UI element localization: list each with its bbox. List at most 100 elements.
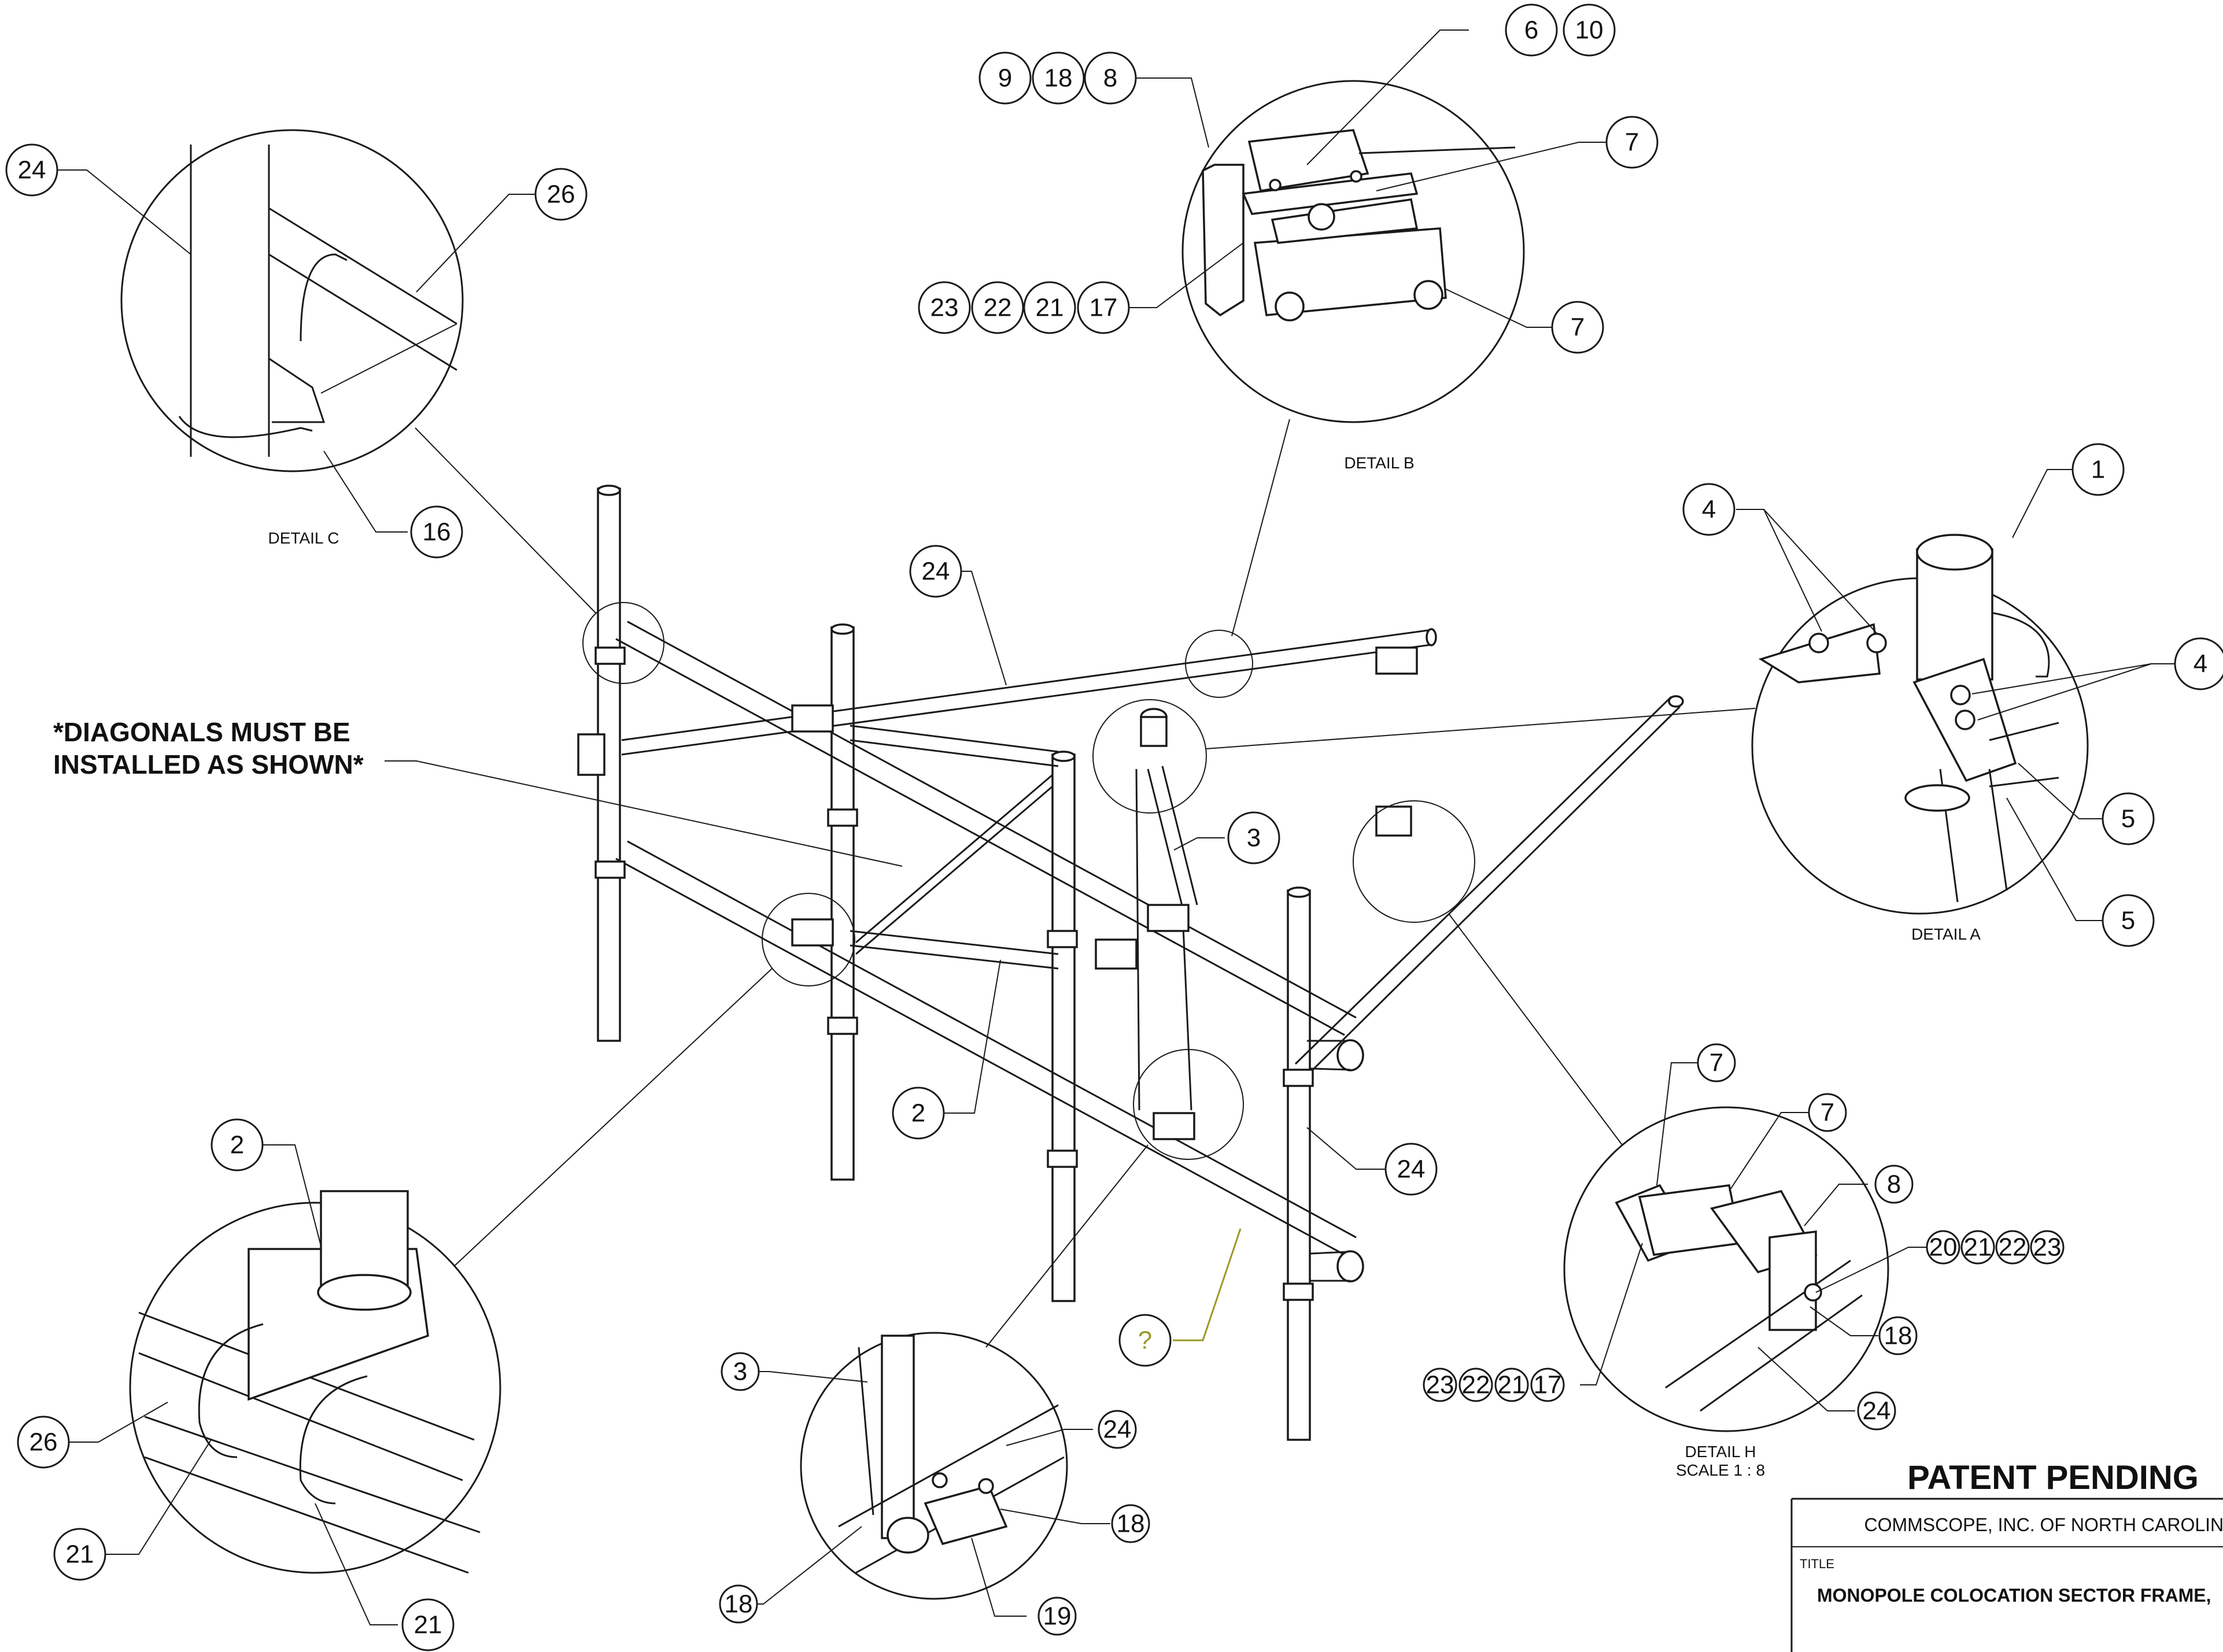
mount-arms <box>1135 708 1198 1111</box>
item-balloon-number: 8 <box>1103 64 1117 93</box>
item-balloon-number: 18 <box>725 1590 753 1618</box>
item-balloon <box>721 1352 760 1391</box>
item-balloon-number: 4 <box>1702 496 1716 524</box>
item-balloon-number: 17 <box>1090 294 1118 322</box>
unknown-item-balloon <box>1118 1314 1172 1367</box>
detail-c-view: DETAIL C <box>120 129 464 547</box>
title-block: PATENT PENDING COMMSCOPE, INC. OF NORTH … <box>1790 1459 2223 1652</box>
item-balloon <box>410 505 463 559</box>
item-balloon-number: ? <box>1138 1326 1152 1355</box>
item-balloon-number: 26 <box>29 1428 58 1457</box>
item-balloon-number: 21 <box>414 1611 442 1639</box>
item-balloon-number: 7 <box>1709 1049 1723 1077</box>
side-arm-pipe <box>1294 695 1684 1077</box>
item-balloon-number: 16 <box>423 518 451 546</box>
detail-a-label: DETAIL A <box>1911 925 1981 943</box>
item-balloon-number: 24 <box>1397 1155 1426 1184</box>
detail-reference-circles <box>582 602 1475 1160</box>
item-balloon-number: 17 <box>1534 1371 1562 1399</box>
detail-h-label: DETAIL H <box>1685 1443 1756 1461</box>
detail-a-view: DETAIL A <box>1751 534 2089 943</box>
detail-h-view: DETAIL H SCALE 1 : 8 <box>1563 1106 1889 1479</box>
item-balloon-number: 7 <box>1625 128 1639 157</box>
main-frame-assembly <box>577 485 1684 1441</box>
item-balloon-number: 21 <box>1964 1233 1992 1262</box>
item-balloon-number: 22 <box>1999 1233 2027 1262</box>
top-arm-pipe <box>621 628 1437 756</box>
item-balloon-number: 2 <box>911 1099 925 1128</box>
item-balloon-number: 18 <box>1117 1510 1145 1538</box>
item-balloon <box>1995 1230 2030 1265</box>
item-balloon <box>211 1118 264 1171</box>
item-balloon <box>1077 281 1130 334</box>
diagonal-braces <box>850 725 1059 970</box>
item-balloon-number: 24 <box>1103 1416 1132 1444</box>
title-label: TITLE <box>1800 1557 1834 1571</box>
detail-connector-lines <box>415 419 1756 1348</box>
item-balloon-number: 26 <box>547 180 575 209</box>
item-balloon <box>1084 51 1137 105</box>
item-balloon <box>1423 1368 1457 1402</box>
item-balloon-number: 10 <box>1575 16 1604 45</box>
detail-bracket-bottom-center <box>800 1332 1068 1600</box>
detail-h-scale: SCALE 1 : 8 <box>1676 1461 1765 1479</box>
item-balloon-number: 22 <box>1462 1371 1490 1399</box>
item-balloon-number: 23 <box>1426 1371 1454 1399</box>
item-balloon-number: 24 <box>922 557 950 586</box>
detail-b-view: DETAIL B <box>1181 80 1525 472</box>
item-balloon-number: 3 <box>733 1358 747 1386</box>
item-balloon <box>1384 1143 1438 1196</box>
detail-c-label: DETAIL C <box>268 529 339 547</box>
item-balloon <box>401 1598 455 1651</box>
item-balloon <box>978 51 1032 105</box>
item-balloon-number: 20 <box>1929 1233 1958 1262</box>
item-balloon <box>1926 1230 1960 1265</box>
item-balloon <box>1682 483 1735 536</box>
item-balloon <box>918 281 971 334</box>
detail-b-label: DETAIL B <box>1344 454 1414 472</box>
item-balloon <box>1458 1368 1493 1402</box>
item-balloon <box>1032 51 1085 105</box>
item-balloon <box>2030 1230 2065 1265</box>
item-balloon-number: 21 <box>1036 294 1064 322</box>
lower-rail <box>615 840 1364 1283</box>
item-balloon <box>1098 1410 1137 1449</box>
item-balloon-number: 1 <box>2091 456 2105 484</box>
item-balloon <box>909 545 962 598</box>
vertical-pipe-4 <box>1287 886 1311 1441</box>
company-name: COMMSCOPE, INC. OF NORTH CAROLINA <box>1864 1514 2223 1535</box>
item-balloon <box>2174 637 2223 690</box>
item-balloon-number: 2 <box>230 1131 244 1159</box>
item-balloon <box>1960 1230 1995 1265</box>
item-balloon <box>1023 281 1076 334</box>
item-balloon <box>17 1416 70 1469</box>
item-balloon-number: 3 <box>1247 824 1261 852</box>
item-balloon-number: 18 <box>1044 64 1073 93</box>
item-balloon <box>1227 811 1280 864</box>
item-balloon-number: 24 <box>18 156 46 184</box>
item-balloon-number: 6 <box>1524 16 1538 45</box>
item-balloon-number: 18 <box>1884 1322 1912 1350</box>
item-balloon <box>1111 1504 1150 1543</box>
item-balloon-number: 19 <box>1043 1602 1072 1631</box>
item-balloon <box>1874 1165 1914 1204</box>
diagonals-note: *DIAGONALS MUST BE INSTALLED AS SHOWN* <box>53 717 364 779</box>
leader-lines <box>53 29 2180 1625</box>
item-balloon <box>5 143 58 197</box>
item-balloon <box>1697 1043 1736 1082</box>
item-balloon <box>53 1528 106 1581</box>
item-balloon-number: 22 <box>984 294 1012 322</box>
item-balloon-number: 21 <box>1498 1371 1526 1399</box>
drawing-title: MONOPOLE COLOCATION SECTOR FRAME, <box>1817 1585 2211 1606</box>
item-balloon-number: 9 <box>998 64 1012 93</box>
item-balloon-number: 7 <box>1821 1099 1834 1127</box>
item-balloon <box>1494 1368 1529 1402</box>
item-balloon <box>892 1086 945 1140</box>
item-balloon <box>1037 1596 1077 1636</box>
note-line-2: INSTALLED AS SHOWN* <box>53 749 364 779</box>
vertical-pipe-3 <box>1051 751 1076 1302</box>
item-balloon <box>719 1584 758 1624</box>
item-balloon <box>534 168 588 221</box>
item-balloon <box>2102 894 2155 947</box>
